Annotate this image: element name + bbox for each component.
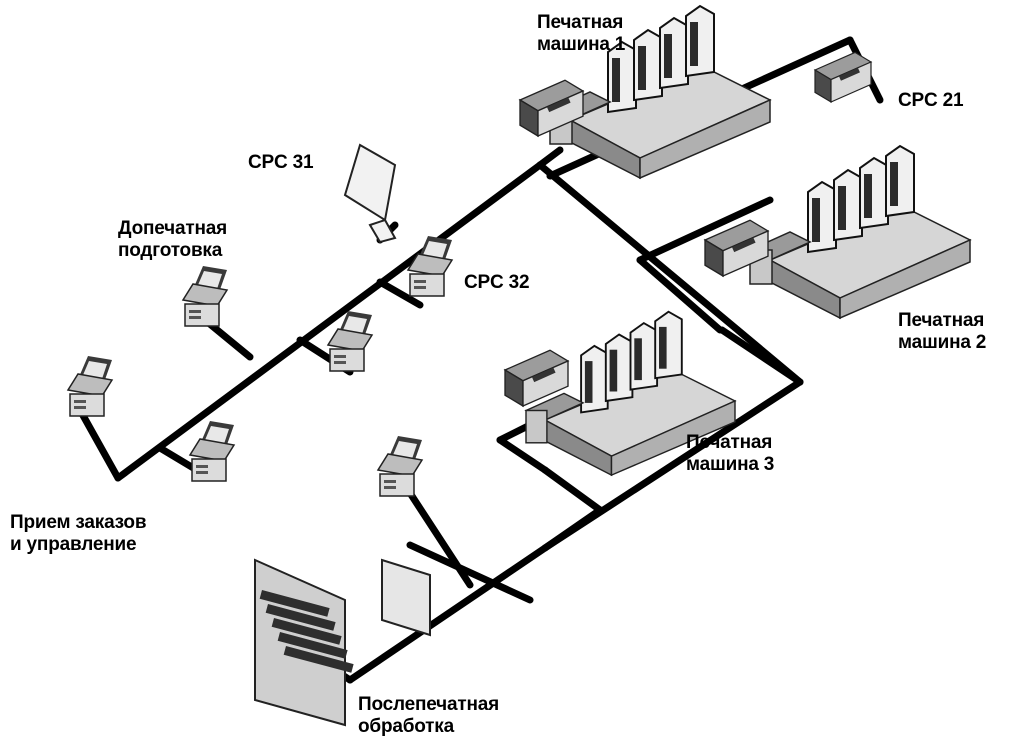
- cpc-console-icon: [815, 52, 871, 102]
- computer-workstation-icon: [183, 266, 227, 326]
- label-cpc-21: CPC 21: [898, 90, 963, 112]
- computer-workstation-icon: [190, 421, 234, 481]
- network-cable: [350, 548, 545, 680]
- network-cable: [545, 470, 600, 510]
- network-cable: [500, 440, 545, 470]
- network-cable: [545, 510, 600, 548]
- network-cable: [118, 165, 540, 478]
- computer-workstation-icon: [378, 436, 422, 496]
- network-cable: [722, 330, 800, 382]
- label-cpc-32: CPC 32: [464, 272, 529, 294]
- printing-press-icon: [750, 146, 970, 318]
- network-cable: [80, 410, 118, 478]
- network-cable: [540, 150, 560, 165]
- computer-workstation-icon: [408, 236, 452, 296]
- cpc-console-icon: [345, 145, 395, 242]
- computer-workstation-icon: [68, 356, 112, 416]
- postpress-machine-icon: [382, 560, 430, 635]
- label-cpc-31: CPC 31: [248, 152, 313, 174]
